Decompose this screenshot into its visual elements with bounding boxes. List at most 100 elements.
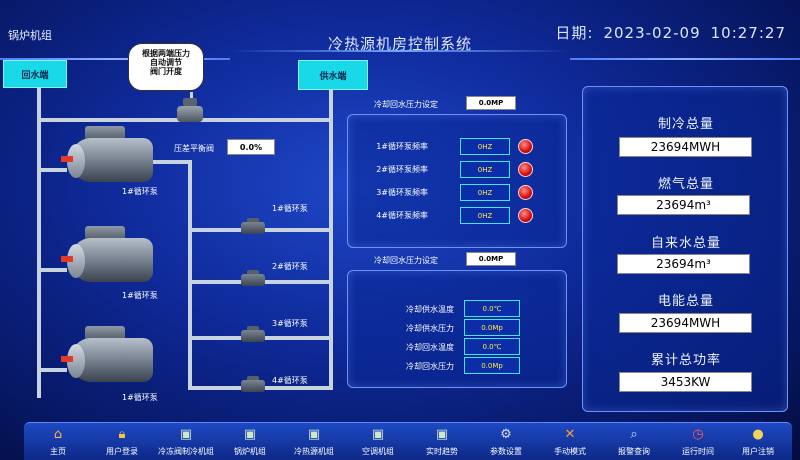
pump-2-status-lamp <box>518 162 533 177</box>
return-pipe <box>37 88 41 398</box>
nav-login-label: 用户登录 <box>106 447 138 456</box>
gear-icon: ⚙ <box>500 427 512 442</box>
valve-opening-value: 0.0% <box>227 139 275 155</box>
pump-2[interactable] <box>237 270 271 288</box>
monitor-icon: ▣ <box>435 427 449 442</box>
pump-3-label: 3#循环泵 <box>272 319 308 328</box>
return-pressure-label: 冷却回水压力 <box>406 362 454 371</box>
electricity-total-title: 电能总量 <box>657 294 714 309</box>
pump-freq-1-label: 1#循环泵频率 <box>376 142 428 151</box>
supply-end-label: 供水端 <box>298 60 368 90</box>
pump-4[interactable] <box>237 376 271 394</box>
boiler1-out-pipe <box>150 160 190 164</box>
cooling-total-value: 23694MWH <box>619 137 752 157</box>
nav-chiller-unit-label: 冷冻阀制冷机组 <box>158 447 214 456</box>
nav-ac-unit-label: 空调机组 <box>362 447 394 456</box>
date-label: 日期: <box>555 24 594 42</box>
pump-1-status-lamp <box>518 139 533 154</box>
boiler2-return-pipe <box>37 268 67 272</box>
title-underline <box>230 50 570 52</box>
boiler-3[interactable] <box>61 326 155 384</box>
header-ribbon-right <box>570 58 800 60</box>
pump-3-status-lamp <box>518 185 533 200</box>
supply-temp-label: 冷却供水温度 <box>406 305 454 314</box>
callout-text: 根据两端压力 自动调节 阀门开度 <box>142 49 190 76</box>
nav-chiller-unit[interactable]: ▣ 冷冻阀制冷机组 <box>154 427 218 457</box>
gas-total-title: 燃气总量 <box>657 177 714 192</box>
water-pressure-setting-label: 冷却回水压力设定 <box>374 256 438 265</box>
pump-pressure-setting-input[interactable]: 0.0MP <box>466 96 516 110</box>
pump-pressure-setting-label: 冷却回水压力设定 <box>374 100 438 109</box>
search-icon: ⌕ <box>630 427 638 442</box>
pump-freq-3-value: 0HZ <box>460 184 510 201</box>
logout-icon: ● <box>752 427 764 442</box>
supply-pressure-value: 0.0Mp <box>464 319 520 336</box>
supply-pipe <box>329 88 333 386</box>
pump-freq-4-value: 0HZ <box>460 207 510 224</box>
date-value: 2023-02-09 <box>603 24 701 42</box>
pump-freq-1-value: 0HZ <box>460 138 510 155</box>
monitor-icon: ▣ <box>179 427 193 442</box>
return-pressure-value: 0.0Mp <box>464 357 520 374</box>
time-value: 10:27:27 <box>710 24 786 42</box>
boiler-1-label: 1#循环泵 <box>122 187 158 196</box>
page-title: 冷热源机房控制系统 <box>327 35 472 53</box>
boiler-3-label: 1#循环泵 <box>122 393 158 402</box>
nav-heat-source-unit[interactable]: ▣ 冷热源机组 <box>282 427 346 457</box>
bottom-nav: ⌂ 主页 🔒︎用户登录 ▣ 冷冻阀制冷机组 ▣ 锅炉机组 ▣ 冷热源机组 ▣ 空调机组 ▣… <box>24 422 792 460</box>
pump-1[interactable] <box>237 218 271 236</box>
nav-boiler-unit[interactable]: ▣ 锅炉机组 <box>218 427 282 457</box>
pump-manifold-pipe <box>188 160 192 390</box>
pump-freq-4-label: 4#循环泵频率 <box>376 211 428 220</box>
pump-2-label: 2#循环泵 <box>272 262 308 271</box>
nav-login[interactable]: 🔒︎用户登录 <box>90 427 154 457</box>
nav-alarm-query-label: 报警查询 <box>618 447 650 456</box>
boiler-2[interactable] <box>61 226 155 284</box>
supply-pressure-label: 冷却供水压力 <box>406 324 454 333</box>
boiler1-return-pipe <box>37 168 67 172</box>
valve-callout: 根据两端压力 自动调节 阀门开度 <box>128 43 204 91</box>
boiler-2-label: 1#循环泵 <box>122 291 158 300</box>
totals-panel: 制冷总量 23694MWH 燃气总量 23694m³ 自来水总量 23694m³… <box>582 86 788 412</box>
return-end-label: 回水端 <box>3 60 67 88</box>
nav-run-time[interactable]: ◷运行时间 <box>666 427 730 457</box>
nav-home[interactable]: ⌂ 主页 <box>26 427 90 457</box>
pump-4-label: 4#循环泵 <box>272 376 308 385</box>
nav-alarm-query[interactable]: ⌕ 报警查询 <box>602 427 666 457</box>
nav-realtime-trend[interactable]: ▣实时趋势 <box>410 427 474 457</box>
pump-freq-2-value: 0HZ <box>460 161 510 178</box>
tap-water-total-title: 自来水总量 <box>650 236 721 251</box>
nav-logout-label: 用户注销 <box>742 447 774 456</box>
pump-1-label: 1#循环泵 <box>272 204 308 213</box>
cooling-total-title: 制冷总量 <box>657 117 714 132</box>
pump-freq-3-label: 3#循环泵频率 <box>376 188 428 197</box>
water-pressure-setting-input[interactable]: 0.0MP <box>466 252 516 266</box>
nav-logout[interactable]: ● 用户注销 <box>726 427 790 457</box>
nav-boiler-unit-label: 锅炉机组 <box>234 447 266 456</box>
nav-run-time-label: 运行时间 <box>682 447 714 456</box>
boiler-1[interactable] <box>61 126 155 184</box>
nav-ac-unit[interactable]: ▣ 空调机组 <box>346 427 410 457</box>
total-power-title: 累计总功率 <box>650 353 721 368</box>
home-icon: ⌂ <box>53 427 63 442</box>
differential-valve[interactable] <box>175 98 205 124</box>
pump-4-status-lamp <box>518 208 533 223</box>
nav-manual-mode[interactable]: ✕ 手动模式 <box>538 427 602 457</box>
nav-parameter-settings-label: 参数设置 <box>490 447 522 456</box>
monitor-icon: ▣ <box>243 427 257 442</box>
nav-heat-source-unit-label: 冷热源机组 <box>294 447 334 456</box>
tools-icon: ✕ <box>564 427 576 442</box>
pump-frequency-panel: 1#循环泵频率 0HZ 2#循环泵频率 0HZ 3#循环泵频率 0HZ 4#循环… <box>347 114 567 248</box>
supply-temp-value: 0.0℃ <box>464 300 520 317</box>
section-label: 锅炉机组 <box>8 29 52 42</box>
monitor-icon: ▣ <box>307 427 321 442</box>
datetime: 日期: 2023-02-09 10:27:27 <box>545 22 786 43</box>
nav-manual-mode-label: 手动模式 <box>554 447 586 456</box>
nav-parameter-settings[interactable]: ⚙ 参数设置 <box>474 427 538 457</box>
return-temp-value: 0.0℃ <box>464 338 520 355</box>
nav-home-label: 主页 <box>50 447 66 456</box>
pump-freq-2-label: 2#循环泵频率 <box>376 165 428 174</box>
pump-3[interactable] <box>237 326 271 344</box>
valve-label: 压差平衡阀 <box>174 144 214 153</box>
monitor-icon: ▣ <box>371 427 385 442</box>
